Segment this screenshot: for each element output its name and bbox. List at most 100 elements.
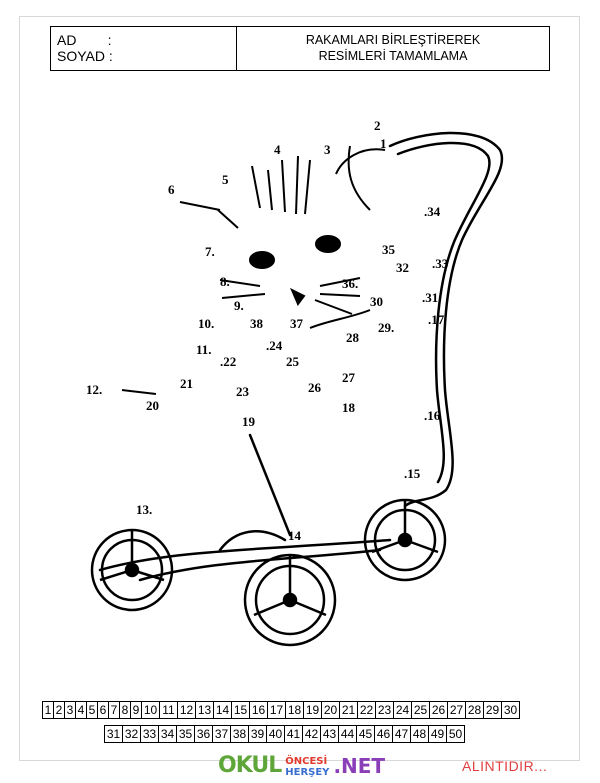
number-grid-cell: 10 — [142, 701, 160, 719]
number-grid-cell: 34 — [159, 725, 177, 743]
dot-label-10: 10. — [198, 316, 214, 331]
student-info-cell: AD : SOYAD : — [51, 27, 237, 70]
dot-label-32: 32 — [396, 260, 409, 275]
number-grid-cell: 6 — [98, 701, 109, 719]
ad-label: AD : — [57, 32, 112, 48]
number-grid-cell: 50 — [447, 725, 465, 743]
number-grid-cell: 47 — [393, 725, 411, 743]
dot-label-27: 27 — [342, 370, 356, 385]
number-grid-cell: 36 — [195, 725, 213, 743]
dot-label-30: 30 — [370, 294, 383, 309]
worksheet-title-line1: RAKAMLARI BİRLEŞTİREREK — [305, 33, 481, 47]
dot-label-23: 23 — [236, 384, 250, 399]
cat-face — [121, 145, 386, 395]
number-grid-cell: 27 — [448, 701, 466, 719]
stroller-outline — [98, 131, 504, 582]
number-grid-cell: 43 — [321, 725, 339, 743]
source-note: ALINTIDIR... — [462, 758, 548, 774]
number-grid-cell: 41 — [285, 725, 303, 743]
number-grid-cell: 44 — [339, 725, 357, 743]
dot-label-35: 35 — [382, 242, 396, 257]
number-grid-cell: 16 — [250, 701, 268, 719]
dot-label-29: 29. — [378, 320, 394, 335]
dot-label-8: 8. — [220, 274, 230, 289]
logo-oncesi-text: ÖNCESİ — [285, 756, 328, 767]
number-grid-cell: 21 — [340, 701, 358, 719]
number-grid-cell: 40 — [267, 725, 285, 743]
number-grid-cell: 39 — [249, 725, 267, 743]
number-grid-cell: 49 — [429, 725, 447, 743]
dot-label-3: 3 — [324, 142, 331, 157]
dot-label-19: 19 — [242, 414, 256, 429]
worksheet-title-cell: RAKAMLARI BİRLEŞTİREREK RESİMLERİ TAMAML… — [237, 27, 549, 70]
number-grid-cell: 5 — [87, 701, 98, 719]
number-grid-cell: 4 — [76, 701, 87, 719]
number-grid-cell: 32 — [123, 725, 141, 743]
number-grid-cell: 11 — [160, 701, 178, 719]
number-grid-cell: 15 — [232, 701, 250, 719]
dot-label-26: 26 — [308, 380, 322, 395]
number-grid-cell: 28 — [466, 701, 484, 719]
dot-label-1: 1 — [380, 136, 387, 151]
number-grid-cell: 9 — [131, 701, 142, 719]
logo-middle-stack: ÖNCESİ HERŞEY — [285, 756, 329, 778]
dot-label-20: 20 — [146, 398, 159, 413]
number-grid-cell: 12 — [178, 701, 196, 719]
logo-hersey-text: HERŞEY — [285, 767, 330, 778]
dot-label-36: 36. — [342, 276, 358, 291]
dot-label-12: 12. — [86, 382, 102, 397]
number-grid-cell: 1 — [43, 701, 54, 719]
number-grid-cell: 20 — [322, 701, 340, 719]
number-grid-cell: 22 — [358, 701, 376, 719]
dot-label-16: .16 — [424, 408, 441, 423]
number-grid-cell: 7 — [109, 701, 120, 719]
number-grid-cell: 3 — [65, 701, 76, 719]
number-grid-cell: 31 — [105, 725, 123, 743]
number-grid-cell: 25 — [412, 701, 430, 719]
dot-label-25: 25 — [286, 354, 300, 369]
site-logo: OKUL ÖNCESİ HERŞEY .NET — [218, 752, 385, 778]
number-grid-cell: 45 — [357, 725, 375, 743]
logo-okul-text: OKUL — [218, 753, 282, 778]
dot-label-37: 37 — [290, 316, 304, 331]
name-header-table: AD : SOYAD : RAKAMLARI BİRLEŞTİREREK RES… — [50, 26, 550, 71]
number-grid-cell: 18 — [286, 701, 304, 719]
dot-label-11: 11. — [196, 342, 212, 357]
dot-label-34: .34 — [424, 204, 441, 219]
dot-label-28: 28 — [346, 330, 360, 345]
number-grid-cell: 42 — [303, 725, 321, 743]
dot-label-6: 6 — [168, 182, 175, 197]
dot-label-4: 4 — [274, 142, 281, 157]
number-grid-cell: 29 — [484, 701, 502, 719]
soyad-label: SOYAD : — [57, 48, 113, 64]
dot-label-13: 13. — [136, 502, 152, 517]
number-grid-cell: 46 — [375, 725, 393, 743]
number-grid-cell: 8 — [120, 701, 131, 719]
dot-label-15: .15 — [404, 466, 421, 481]
logo-net-text: .NET — [333, 754, 386, 778]
dot-labels: 2 1 3 4 5 6 7. 8. 9. 10. 11. 12. 13. 14 … — [86, 118, 449, 543]
dot-label-18: 18 — [342, 400, 356, 415]
number-grid-cell: 23 — [376, 701, 394, 719]
number-grid-cell: 17 — [268, 701, 286, 719]
dot-label-24: .24 — [266, 338, 283, 353]
number-grid-cell: 2 — [54, 701, 65, 719]
number-grid-cell: 37 — [213, 725, 231, 743]
dot-label-33: .33 — [432, 256, 449, 271]
number-grid-cell: 30 — [502, 701, 520, 719]
cat-in-stroller-drawing: 2 1 3 4 5 6 7. 8. 9. 10. 11. 12. 13. 14 … — [86, 118, 504, 647]
dot-label-14: 14 — [288, 528, 302, 543]
worksheet-title-line2: RESİMLERİ TAMAMLAMA — [318, 49, 468, 63]
number-grid-cell: 13 — [196, 701, 214, 719]
dot-label-5: 5 — [222, 172, 229, 187]
number-grid-cell: 24 — [394, 701, 412, 719]
number-grid-cell: 35 — [177, 725, 195, 743]
dot-label-38: 38 — [250, 316, 264, 331]
dot-label-17: .17 — [428, 312, 445, 327]
number-grid-cell: 26 — [430, 701, 448, 719]
number-grid-cell: 38 — [231, 725, 249, 743]
dot-label-21: 21 — [180, 376, 193, 391]
number-grid-cell: 33 — [141, 725, 159, 743]
